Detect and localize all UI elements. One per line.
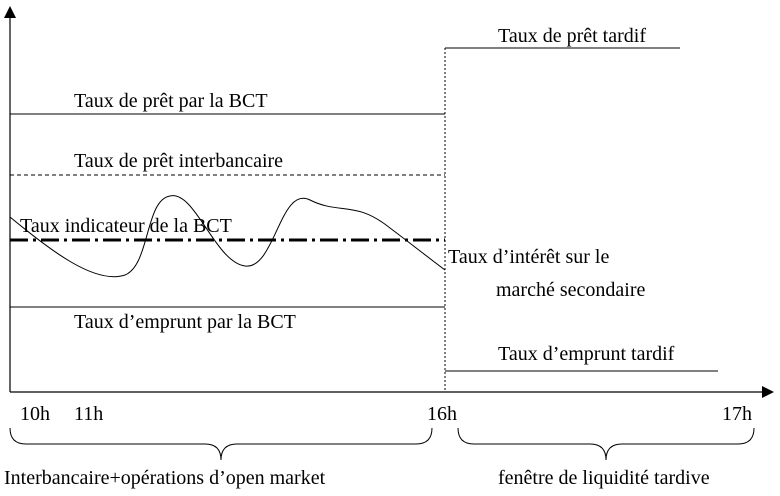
- secondary-rate-label-line2: marché secondaire: [496, 279, 645, 301]
- interbank-period-brace: [9, 427, 433, 461]
- secondary-market-rate-curve: [9, 195, 446, 278]
- secondary-rate-label-line1: Taux d’intérêt sur le: [448, 246, 609, 268]
- late-window-period-brace: [457, 427, 755, 461]
- bct-lending-rate-label: Taux de prêt par la BCT: [74, 90, 268, 112]
- late-borrowing-rate-label: Taux d’emprunt tardif: [498, 343, 675, 365]
- interbank-period-label: Interbancaire+opérations d’open market: [4, 467, 326, 489]
- late-lending-rate-label: Taux de prêt tardif: [498, 25, 646, 47]
- time-tick-16h: 16h: [427, 403, 457, 425]
- bct-borrowing-rate-label: Taux d’emprunt par la BCT: [74, 311, 296, 333]
- late-window-period-label: fenêtre de liquidité tardive: [498, 467, 710, 489]
- time-tick-10h: 10h: [20, 403, 50, 425]
- interbank-lending-rate-label: Taux de prêt interbancaire: [74, 150, 283, 172]
- bct-indicator-rate-label: Taux indicateur de la BCT: [20, 215, 232, 237]
- time-tick-11h: 11h: [74, 403, 103, 425]
- time-tick-17h: 17h: [722, 403, 752, 425]
